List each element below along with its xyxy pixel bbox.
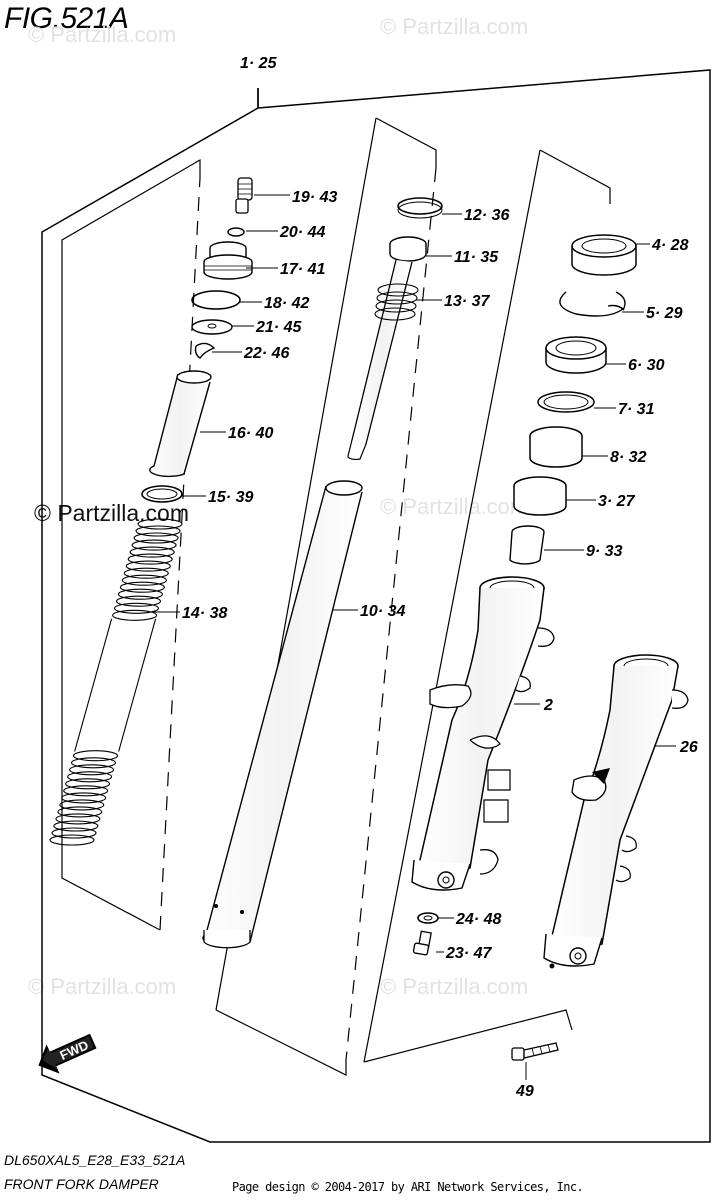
callout-21-45[interactable]: 21· 45 (255, 319, 302, 336)
fwd-label: FWD (58, 1037, 91, 1063)
spring-coil (69, 764, 115, 776)
figure-code: DL650XAL5_E28_E33_521A (4, 1152, 186, 1168)
part-piston-ring[interactable] (397, 197, 443, 215)
watermark: © Partzilla.com (380, 494, 529, 519)
spring-coil (55, 813, 101, 825)
spring-coil (115, 595, 162, 607)
spring-coil (67, 771, 113, 783)
callout-6-30[interactable]: 6· 30 (628, 357, 665, 374)
callout-8-32[interactable]: 8· 32 (610, 449, 647, 466)
part-fork-spring[interactable] (49, 518, 183, 846)
figure-name: FRONT FORK DAMPER (4, 1176, 159, 1192)
page-credit: Page design © 2004-2017 by ARI Network S… (232, 1180, 584, 1194)
part-oil-lock[interactable] (509, 525, 545, 565)
callout-13-37[interactable]: 13· 37 (444, 293, 490, 310)
callout-1-25[interactable]: 1· 25 (240, 55, 278, 72)
leader-lines (150, 194, 676, 953)
spring-coil (51, 827, 97, 839)
part-adjuster-bolt[interactable] (235, 177, 253, 214)
spring-coil (70, 757, 117, 769)
callout-9-33[interactable]: 9· 33 (586, 543, 623, 560)
part-damper-rod[interactable] (347, 236, 427, 461)
part-spring-washer[interactable] (141, 485, 183, 503)
callout-49[interactable]: 49 (515, 1083, 534, 1100)
part-inner-tube[interactable] (202, 480, 363, 949)
callout-5-29[interactable]: 5· 29 (646, 305, 683, 322)
frame-middle (375, 117, 437, 168)
spring-coil (125, 560, 171, 572)
part-pinch-bolt[interactable] (511, 1042, 559, 1061)
spring-coil (113, 602, 160, 614)
spring-coil (72, 750, 119, 762)
part-rebound-spring[interactable] (374, 283, 419, 321)
callout-23-47[interactable]: 23· 47 (445, 945, 492, 962)
part-seal-washer[interactable] (537, 391, 595, 413)
spring-coil (133, 532, 179, 544)
watermark-dark: © Partzilla.com (34, 500, 189, 526)
part-spacer[interactable] (149, 370, 212, 478)
part-o-ring-large[interactable] (191, 290, 241, 310)
spring-coil (129, 546, 175, 558)
watermark: © Partzilla.com (380, 974, 529, 999)
spring-coil (61, 792, 107, 804)
watermark: © Partzilla.com (380, 14, 529, 39)
part-outer-tube[interactable] (411, 576, 555, 891)
part-oil-seal-clip[interactable] (559, 291, 626, 317)
part-slide-bushing[interactable] (513, 476, 567, 516)
callout-4-28[interactable]: 4· 28 (651, 237, 689, 254)
figure-title: FIG.521A (4, 2, 129, 35)
spring-coil (49, 834, 95, 846)
part-dust-seal[interactable] (571, 234, 637, 276)
part-guide-bushing[interactable] (529, 426, 583, 468)
part-washer[interactable] (191, 319, 233, 335)
callout-18-42[interactable]: 18· 42 (264, 295, 309, 312)
spring-coil (59, 799, 105, 811)
callout-12-36[interactable]: 12· 36 (464, 207, 509, 224)
frame-right (539, 149, 611, 204)
part-oil-seal[interactable] (545, 336, 607, 374)
frame-left (61, 158, 201, 931)
callout-15-39[interactable]: 15· 39 (208, 489, 253, 506)
spring-coil (135, 525, 181, 537)
watermark: © Partzilla.com (28, 22, 177, 47)
spring-coil (117, 588, 163, 600)
part-gasket[interactable] (417, 912, 439, 924)
callout-labels: 1· 25 19· 43 20· 44 17· 41 18· 42 21· 45… (182, 55, 698, 1100)
callout-19-43[interactable]: 19· 43 (292, 189, 337, 206)
spring-coil (63, 785, 109, 797)
callout-22-46[interactable]: 22· 46 (243, 345, 289, 362)
group-outline (41, 69, 711, 1143)
watermark: © Partzilla.com (28, 974, 177, 999)
callout-14-38[interactable]: 14· 38 (182, 605, 227, 622)
spring-coil (65, 778, 111, 790)
callout-11-35[interactable]: 11· 35 (454, 249, 499, 266)
part-outer-tube-alt[interactable] (543, 654, 689, 969)
fwd-arrow: FWD (38, 1033, 97, 1074)
part-damper-bolt[interactable] (412, 930, 432, 956)
spring-coil (57, 806, 103, 818)
callout-16-40[interactable]: 16· 40 (228, 425, 273, 442)
spring-coil (123, 567, 169, 579)
callout-7-31[interactable]: 7· 31 (618, 401, 655, 418)
spring-coil (53, 820, 99, 832)
callout-3-27[interactable]: 3· 27 (598, 493, 636, 510)
spring-coil (127, 553, 173, 565)
spring-body (74, 618, 157, 752)
part-clip[interactable] (194, 342, 216, 359)
part-o-ring[interactable] (227, 227, 245, 237)
spring-coil (131, 539, 177, 551)
spring-coil (121, 574, 167, 586)
callout-10-34[interactable]: 10· 34 (360, 603, 405, 620)
callout-20-44[interactable]: 20· 44 (279, 224, 325, 241)
spring-coil (112, 609, 158, 621)
spring-coil (137, 518, 183, 530)
callout-2[interactable]: 2 (543, 697, 553, 714)
callout-26[interactable]: 26 (679, 739, 698, 756)
spring-coil (119, 581, 165, 593)
part-cap-bolt[interactable] (203, 241, 253, 280)
callout-24-48[interactable]: 24· 48 (455, 911, 501, 928)
callout-17-41[interactable]: 17· 41 (280, 261, 325, 278)
